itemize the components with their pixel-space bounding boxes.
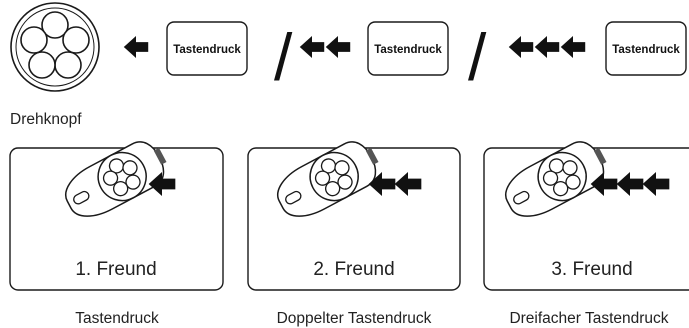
- arrow-left-icon: [123, 36, 149, 58]
- knob-icon: [10, 2, 100, 92]
- tastendruck-label-3: Tastendruck: [612, 44, 680, 56]
- friend-panel-1: 1. Freund: [9, 141, 224, 291]
- separator-1: /: [274, 20, 293, 94]
- tastendruck-label-2: Tastendruck: [374, 44, 442, 56]
- separator-2: /: [468, 20, 487, 94]
- friend-panel-2: 2. Freund: [247, 141, 461, 291]
- tastendruck-label-1: Tastendruck: [173, 44, 241, 56]
- key-fob-icon: [65, 141, 167, 217]
- arrow-left-icon: [508, 36, 534, 58]
- friend-label-2: 2. Freund: [313, 259, 394, 280]
- arrow-left-icon: [325, 36, 351, 58]
- key-fob-icon: [277, 141, 379, 217]
- panel-caption-1: Tastendruck: [75, 310, 159, 327]
- panel-caption-3: Dreifacher Tastendruck: [509, 310, 668, 327]
- arrow-left-icon: [299, 36, 325, 58]
- tastendruck-button-3: Tastendruck: [605, 21, 687, 76]
- panel-caption-2: Doppelter Tastendruck: [277, 310, 432, 327]
- friend-panel-3: 3. Freund: [483, 141, 689, 291]
- friend-label-3: 3. Freund: [551, 259, 632, 280]
- key-fob-icon: [505, 141, 607, 217]
- top-arrow-group-1: [123, 36, 149, 58]
- tastendruck-button-2: Tastendruck: [367, 21, 449, 76]
- knob-caption: Drehknopf: [10, 111, 82, 128]
- top-arrow-group-3: [508, 36, 586, 58]
- friend-label-1: 1. Freund: [75, 259, 156, 280]
- arrow-left-icon: [534, 36, 560, 58]
- arrow-left-icon: [560, 36, 586, 58]
- tastendruck-button-1: Tastendruck: [166, 21, 248, 76]
- top-arrow-group-2: [299, 36, 351, 58]
